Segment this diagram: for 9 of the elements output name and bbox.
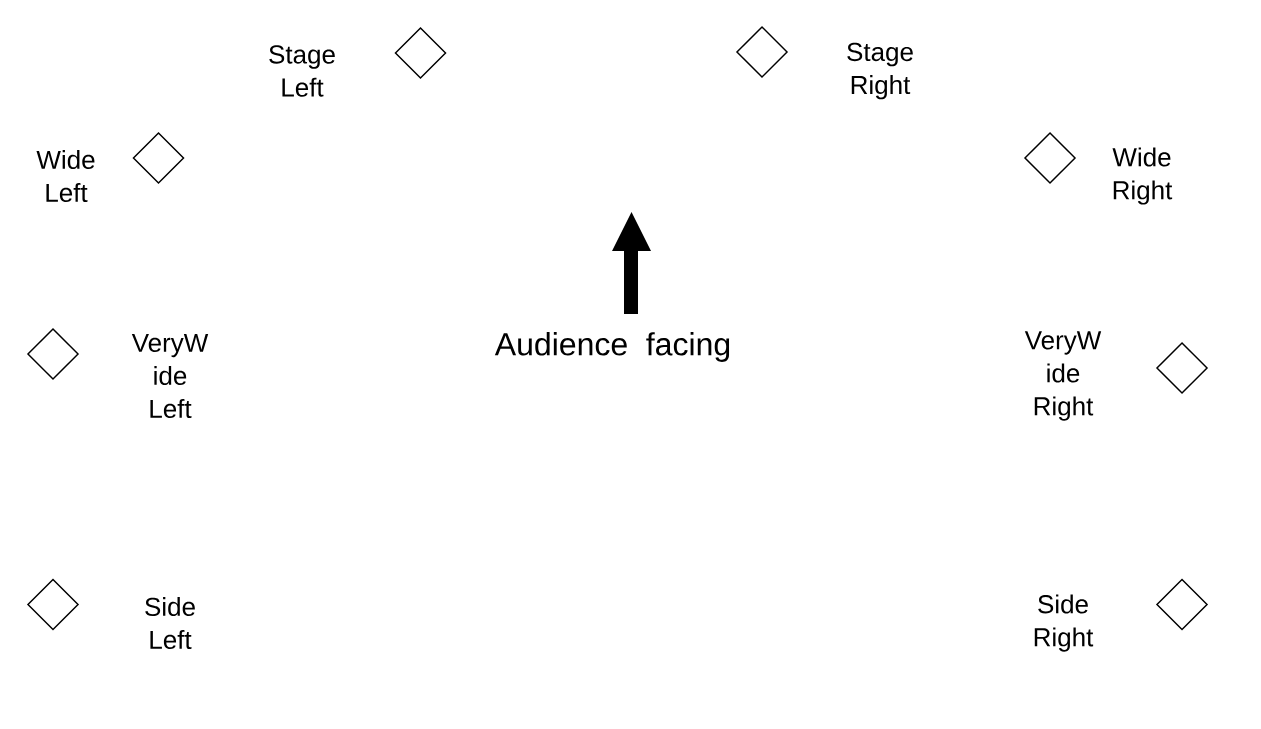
position-label: Wide Right <box>1112 147 1173 205</box>
direction-label: Audience facing <box>494 332 730 362</box>
position-label: Stage Left <box>269 45 335 97</box>
position-label: Side Left <box>145 596 195 650</box>
position-label: VeryW ide Left <box>131 333 209 419</box>
position-label: VeryW ide Right <box>1024 331 1102 421</box>
position-label: Stage Right <box>847 42 913 100</box>
position-label: Wide Left <box>36 149 95 203</box>
position-label: Side Right <box>1034 594 1094 652</box>
